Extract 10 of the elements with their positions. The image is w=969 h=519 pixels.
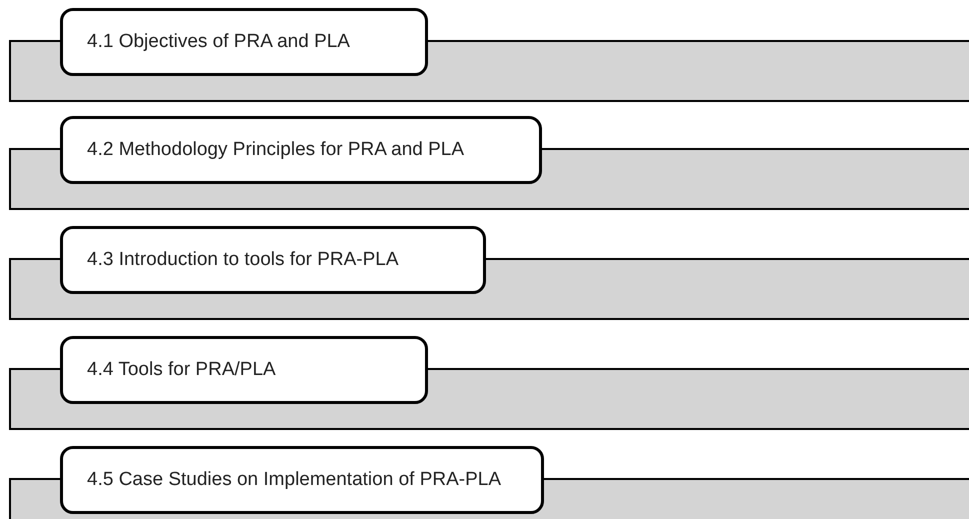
section-box (60, 8, 428, 76)
section-box (60, 446, 544, 514)
section-box (60, 116, 542, 184)
section-title: 4.2 Methodology Principles for PRA and PLA (87, 139, 464, 161)
section-title: 4.5 Case Studies on Implementation of PRA-PLA (87, 469, 502, 491)
section-box (60, 336, 428, 404)
section-box (60, 226, 486, 294)
section-title: 4.3 Introduction to tools for PRA-PLA (87, 249, 399, 271)
section-title: 4.1 Objectives of PRA and PLA (87, 31, 350, 53)
section-title: 4.4 Tools for PRA/PLA (87, 359, 276, 381)
